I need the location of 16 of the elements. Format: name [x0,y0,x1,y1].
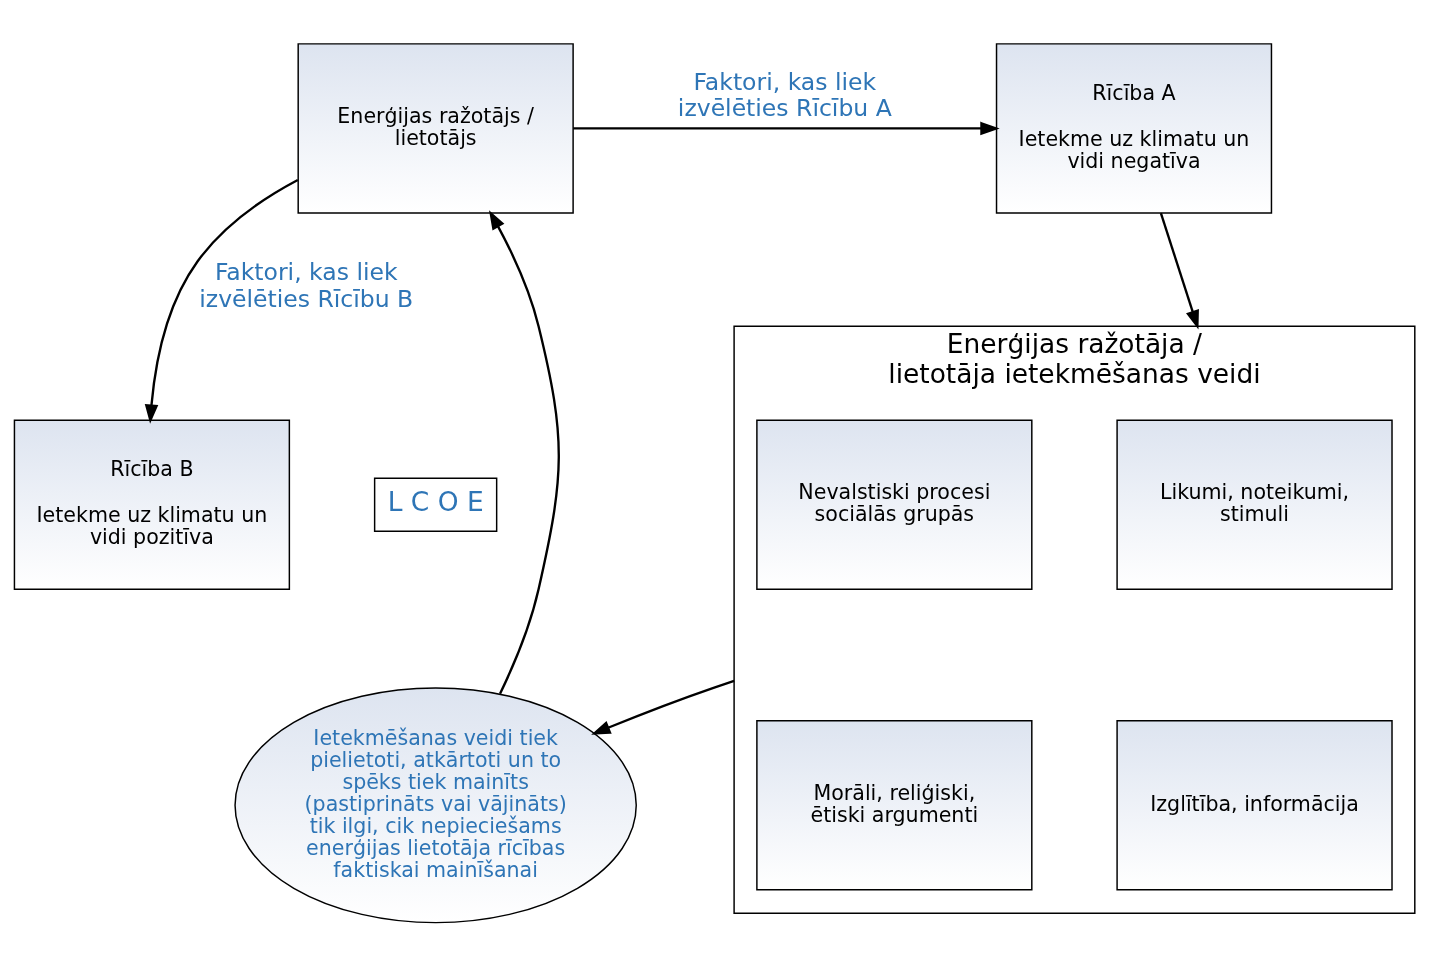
arrow [591,679,735,735]
node-box: Nevalstiski procesi sociālās grupās [756,419,1033,591]
arrow [144,178,299,424]
node-box: L C O E [373,477,498,532]
edge-label: Faktori, kas liek izvēlēties Rīcību A [677,67,892,123]
node-box: Rīcība A Ietekme uz klimatu un vidi negatīva [995,43,1273,214]
node-box: Likumi, noteikumi, stimuli [1116,419,1393,591]
node-box: Rīcība B Ietekme uz klimatu un vidi pozitīva [13,419,291,591]
node-box: Enerģijas ražotājs / lietotājs [297,43,574,214]
arrow [489,210,560,695]
node-box: Morāli, reliģiski, ētiski argumenti [756,720,1033,891]
arrow [1159,212,1199,330]
node-ellipse: Ietekmēšanas veidi tiek pielietoti, atkārtoti un to spēks tiek mainīts (pastiprināts vai vājināts) tik ilgi, cik nepieciešams enerģijas lietotāja rīcības faktiskai mainīšanai [234,687,637,924]
node-box: Izglītība, informācija [1116,720,1393,891]
arrow [573,121,1000,136]
edge-label: Faktori, kas liek izvēlēties Rīcību B [199,258,414,313]
